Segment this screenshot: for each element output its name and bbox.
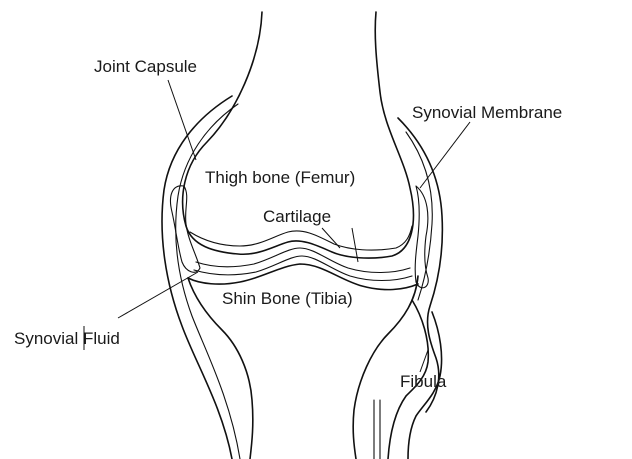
label-synovial-fluid: Synovial Fluid [14,330,120,347]
leader-joint-capsule [168,80,196,160]
joint-space-upper [196,248,410,273]
joint-capsule-right [398,118,442,412]
label-cartilage: Cartilage [263,208,331,225]
label-fibula: Fibula [400,373,446,390]
leader-synovial-membrane [420,122,470,188]
femur-cartilage [190,226,412,250]
label-synovial-fluid-part1: Synovi [14,329,65,348]
synovial-pouch-left [171,186,201,272]
label-joint-capsule: Joint Capsule [94,58,197,75]
label-synovial-membrane: Synovial Membrane [412,104,562,121]
tibia-top [188,264,418,290]
leader-cartilage-1 [322,228,340,248]
label-shin-bone: Shin Bone (Tibia) [222,290,353,307]
synovial-pouch-right [415,186,428,288]
joint-capsule-left-inner [176,104,240,459]
label-synovial-fluid-part2: al Fluid [65,329,120,348]
leader-synovial-fluid [118,272,198,318]
tibia-cartilage [194,256,412,281]
tibia-outline-right [353,276,418,459]
joint-capsule-left [162,96,232,459]
label-thigh-bone: Thigh bone (Femur) [205,169,355,186]
